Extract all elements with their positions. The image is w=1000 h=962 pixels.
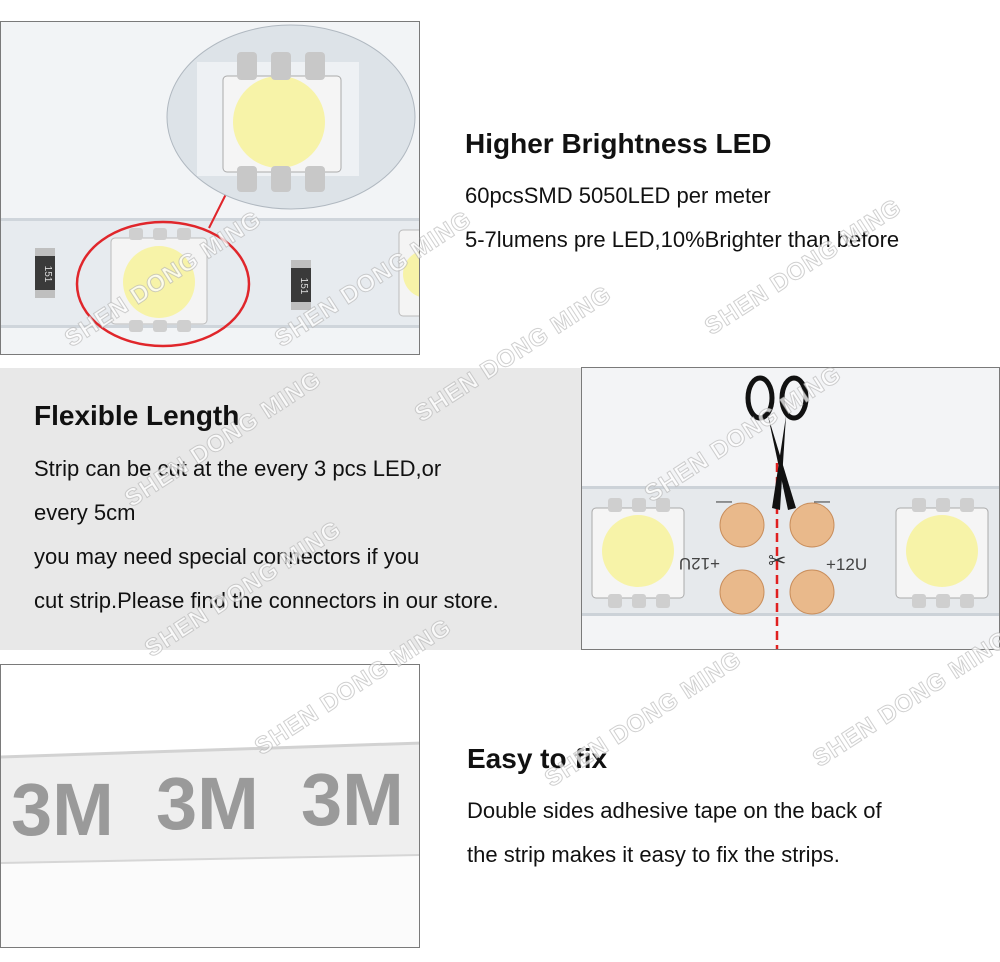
- section-text-line: Strip can be cut at the every 3 pcs LED,…: [34, 456, 442, 481]
- adhesive-tape-image: 3M 3M 3M: [0, 664, 420, 948]
- section-title: Flexible Length: [34, 400, 240, 431]
- section-title: Higher Brightness LED: [465, 128, 772, 159]
- adhesive-tape-illustration: 3M 3M 3M: [1, 665, 419, 864]
- resistor-label: 151: [42, 266, 53, 283]
- section-title: Easy to fix: [467, 743, 608, 774]
- tape-logo: 3M: [11, 768, 114, 851]
- section-text-line: every 5cm: [34, 500, 136, 525]
- pad-label: +12U: [679, 554, 720, 573]
- svg-text:✂: ✂: [768, 548, 786, 573]
- section-text-line: Double sides adhesive tape on the back o…: [467, 798, 882, 823]
- led-closeup-illustration: 151 151: [1, 24, 419, 348]
- section-text-line: you may need special connectors if you: [34, 544, 420, 569]
- cut-point-image: +12U +12U — — ✂: [581, 367, 1000, 650]
- watermark: SHEN DONG MING: [699, 193, 907, 341]
- tape-logo: 3M: [301, 758, 404, 841]
- section-text-line: 5-7lumens pre LED,10%Brighter than befor…: [465, 227, 900, 252]
- scissors-icon: [745, 375, 809, 510]
- section-text-line: the strip makes it easy to fix the strip…: [467, 842, 840, 867]
- svg-text:—: —: [716, 493, 732, 510]
- pad-label: +12U: [826, 555, 867, 574]
- resistor-label: 151: [298, 278, 309, 295]
- led-closeup-image: 151 151: [0, 21, 420, 355]
- section-text-line: 60pcsSMD 5050LED per meter: [465, 183, 771, 208]
- tape-logo: 3M: [156, 762, 259, 845]
- svg-text:—: —: [814, 493, 830, 510]
- section-text-line: cut strip.Please find the connectors in …: [34, 588, 499, 613]
- cut-point-illustration: +12U +12U — — ✂: [582, 375, 999, 649]
